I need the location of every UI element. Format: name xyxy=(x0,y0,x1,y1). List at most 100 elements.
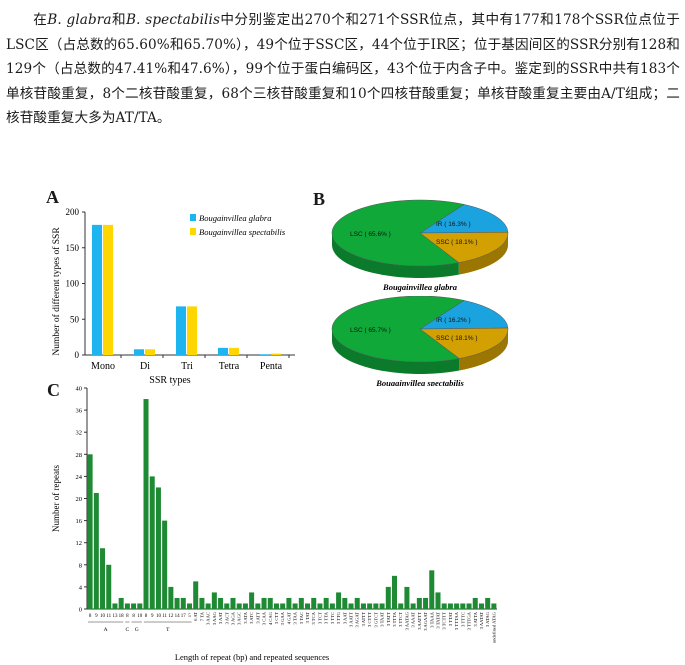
bar xyxy=(224,603,230,609)
x-tick-label: 5 xyxy=(188,614,191,619)
paragraph-text: 中分别鉴定出270个和271个SSR位点，其中有177和178个SSR位点位于L… xyxy=(6,12,680,126)
x-tick-label: 3 TTTC xyxy=(460,612,465,627)
bar xyxy=(118,597,124,609)
y-tick-label: 12 xyxy=(76,540,83,547)
bar xyxy=(298,597,304,609)
bar xyxy=(176,306,186,355)
x-tick-label: 11 xyxy=(162,614,167,619)
bar xyxy=(280,603,286,609)
x-tick-label: 3 TCT xyxy=(317,612,322,624)
x-tick-label: 3 TTTA xyxy=(392,611,397,626)
legend-label: Bougainvillea spectabilis xyxy=(199,227,286,237)
bar xyxy=(103,224,113,355)
x-tick-label: 3 GTCT xyxy=(373,612,378,628)
x-tick-label: 6 AT xyxy=(193,612,198,621)
bar xyxy=(168,586,174,609)
bar xyxy=(145,349,155,355)
bar xyxy=(260,354,270,355)
bar xyxy=(211,592,217,609)
bar xyxy=(354,597,360,609)
x-tick-label: 3 AATAG xyxy=(404,611,409,630)
x-tick-label: 9 xyxy=(95,614,98,619)
x-tick-label: 3 TTTAA xyxy=(454,611,459,630)
pie-slice xyxy=(331,296,465,363)
y-axis-title: Number of repeats xyxy=(51,465,61,532)
bar xyxy=(311,597,317,609)
bar xyxy=(342,597,348,609)
x-tick-label: 3 TAAT xyxy=(380,612,385,627)
pie-slice xyxy=(419,204,509,234)
x-tick-label: 3 TCTTT xyxy=(442,612,447,630)
bar xyxy=(106,564,112,609)
y-tick-label: 150 xyxy=(66,243,80,253)
x-tick-label: 3 TTC xyxy=(330,612,335,624)
group-label: G xyxy=(135,627,139,633)
bar xyxy=(199,597,205,609)
bar xyxy=(478,603,484,609)
y-tick-label: 40 xyxy=(76,386,83,393)
x-tick-label: 3 AAAT xyxy=(411,612,416,628)
x-axis-title: Length of repeat (bp) and repeated seque… xyxy=(175,652,329,662)
bar xyxy=(305,603,311,609)
bar xyxy=(367,603,373,609)
pie-slice xyxy=(419,300,509,330)
bar xyxy=(134,349,144,355)
x-tick-label: 18 xyxy=(119,614,125,619)
bar xyxy=(236,603,242,609)
x-tick-label: 8 xyxy=(132,614,135,619)
x-tick-label: 11 xyxy=(106,614,111,619)
bar xyxy=(93,492,99,609)
pie-slice xyxy=(331,199,465,267)
x-tick-label: 17 xyxy=(181,614,187,619)
species-name: B. glabra xyxy=(47,12,112,28)
pie-chart-glabra: LSC ( 65.6% )SSC ( 18.1% )IR ( 16.3% )Bo… xyxy=(331,199,509,292)
body-paragraph: 在B. glabra和B. spectabilis中分别鉴定出270个和271个… xyxy=(6,8,680,131)
bar xyxy=(255,603,261,609)
bar xyxy=(267,597,273,609)
x-tick-label: 3 TTA xyxy=(324,611,329,624)
bar xyxy=(218,597,224,609)
x-tick-label: 3 AGAAT xyxy=(423,612,428,631)
bar xyxy=(92,224,102,355)
bar xyxy=(230,597,236,609)
bar xyxy=(186,603,193,609)
pie-side xyxy=(458,233,508,275)
pie-label: SSC ( 18.1% ) xyxy=(436,239,478,246)
bar xyxy=(460,603,466,609)
bar xyxy=(87,454,93,609)
bar xyxy=(137,603,143,609)
group-label: C xyxy=(126,627,130,633)
bar xyxy=(218,347,228,355)
group-label: A xyxy=(104,627,108,633)
bar xyxy=(429,570,435,609)
species-name: B. spectabilis xyxy=(126,12,221,28)
x-tick-label: Mono xyxy=(91,361,115,372)
panel-label-a: A xyxy=(46,187,59,207)
bar xyxy=(410,603,416,609)
y-tick-label: 16 xyxy=(76,518,83,525)
x-tick-label: 3 TAC xyxy=(299,612,304,624)
bar xyxy=(286,597,292,609)
x-tick-label: 3 AATAT xyxy=(479,612,484,630)
x-tick-label: 8 xyxy=(89,614,92,619)
y-tick-label: 0 xyxy=(75,350,80,360)
paragraph-text: 在 xyxy=(33,12,48,28)
x-tick-label: 3 CAA xyxy=(262,611,267,625)
pie-chart-spectabilis: LSC ( 65.7% )SSC ( 18.1% )IR ( 16.2% )Bo… xyxy=(331,296,509,386)
paragraph-text: 和 xyxy=(111,12,127,28)
x-tick-label: 3 TTAT xyxy=(448,612,453,626)
bar xyxy=(124,603,130,609)
x-tick-label: 10 xyxy=(137,614,143,619)
bar xyxy=(416,597,422,609)
y-tick-label: 36 xyxy=(76,408,83,415)
y-tick-label: 20 xyxy=(76,496,83,503)
x-tick-label: 3 TAAA xyxy=(429,611,434,627)
x-tick-label: 3 TTTGA xyxy=(467,611,472,630)
x-tick-label: 3 CTTT xyxy=(367,612,372,627)
bar xyxy=(472,597,478,609)
bar xyxy=(273,603,279,609)
x-tick-label: 3 TAT xyxy=(305,612,310,624)
x-tick-label: 3 ATTT xyxy=(361,612,366,627)
x-tick-label: 3 TTG xyxy=(336,611,341,624)
